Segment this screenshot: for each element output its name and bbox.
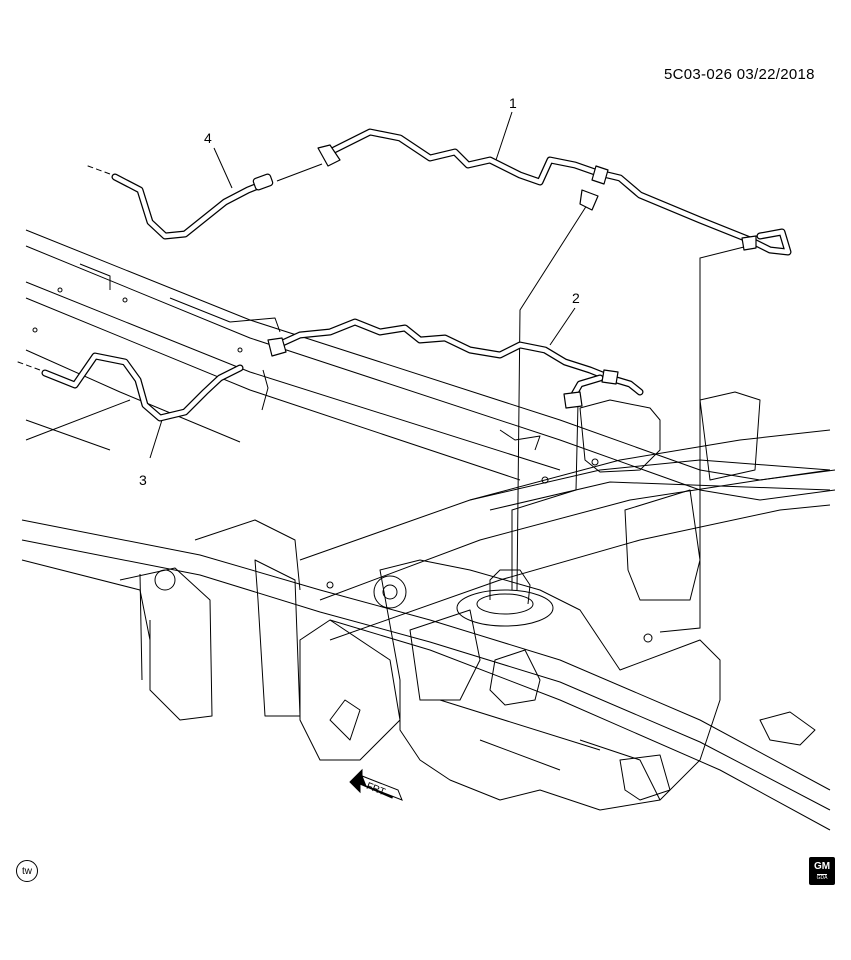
gm-logo-subtext: GDA [816,873,828,881]
callout-3: 3 [139,472,147,488]
vehicle-frame [21,229,836,831]
front-arrow-icon [349,768,403,801]
fuel-line-1 [317,128,792,256]
callout-4: 4 [204,130,212,146]
diagram-reference: 5C03-026 03/22/2018 [664,66,815,83]
fuel-line-2 [267,318,644,409]
leader-lines [149,111,749,633]
tw-badge-icon: tw [16,860,38,882]
gm-logo-text: GM [813,860,831,872]
callout-1: 1 [509,95,517,111]
fuel-line-4 [87,165,274,240]
fuel-line-3 [17,352,244,422]
callout-2: 2 [572,290,580,306]
gm-logo-icon: GM GDA [809,857,835,885]
